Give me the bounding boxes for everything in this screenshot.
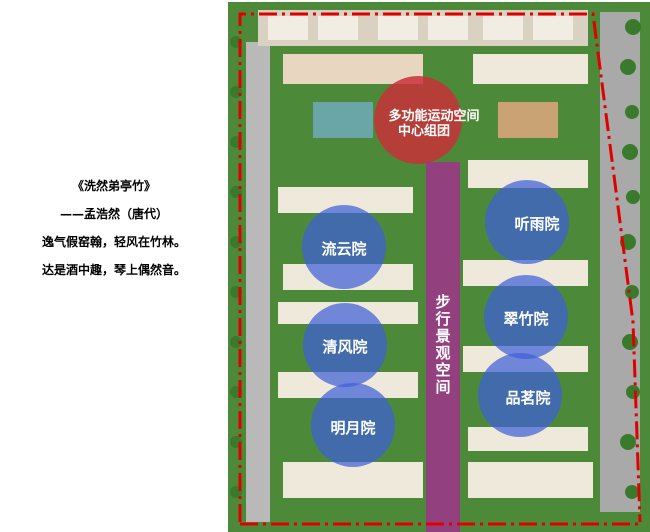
walkway-char-1: 步 [435, 293, 450, 311]
poem-line-1: 逸气假窑翰，轻风在竹林。 [41, 235, 186, 249]
walkway-char-3: 景 [435, 327, 450, 345]
walkway-char-5: 空 [435, 361, 450, 379]
east-buildings [463, 160, 593, 498]
center-zone-circle [374, 76, 462, 164]
courtyard-liuyun-circle [302, 205, 386, 289]
walkway-char-2: 行 [434, 310, 450, 328]
walkway-char-6: 间 [435, 378, 450, 396]
courtyard-mingyue-circle [311, 383, 395, 467]
courtyard-liuyun-label: 流云院 [321, 240, 366, 258]
plaza-east [498, 102, 558, 138]
poem-line-2: 达是酒中趣，琴上偶然音。 [41, 263, 186, 277]
pedestrian-walkway [426, 162, 460, 532]
north-building-units [268, 16, 573, 40]
walkway-label: 步 行 景 观 空 间 [434, 293, 450, 396]
courtyard-pinming-circle [478, 353, 562, 437]
center-label-1: 多功能运动空间 [388, 108, 479, 124]
building-north-east [473, 54, 588, 84]
courtyard-pinming-label: 品茗院 [505, 389, 550, 407]
center-label-2: 中心组团 [398, 123, 450, 139]
west-road [246, 42, 270, 522]
poem-block: 《洗然弟亭竹》 ——孟浩然（唐代） 逸气假窑翰，轻风在竹林。 达是酒中趣，琴上偶… [0, 172, 228, 284]
poem-title: 《洗然弟亭竹》 [71, 179, 156, 193]
walkway-char-4: 观 [435, 344, 450, 362]
courtyard-tingyu-circle [485, 180, 569, 264]
courtyard-cuizhu-circle [484, 275, 568, 359]
east-road [600, 12, 640, 512]
courtyard-mingyue-label: 明月院 [330, 419, 375, 437]
east-tree-row [620, 19, 641, 499]
courtyard-qingfeng-label: 清风院 [322, 338, 367, 356]
sports-court [313, 102, 373, 138]
site-boundary-line [238, 12, 642, 523]
site-plan-map: 多功能运动空间 中心组团 步 行 景 观 空 间 听雨院 流云院 翠竹院 清风院… [228, 2, 650, 532]
courtyard-cuizhu-label: 翠竹院 [503, 310, 548, 328]
courtyard-qingfeng-circle [303, 303, 387, 387]
poem-author: ——孟浩然（唐代） [59, 207, 168, 221]
courtyard-tingyu-label: 听雨院 [514, 215, 559, 233]
building-north-west [283, 54, 423, 84]
